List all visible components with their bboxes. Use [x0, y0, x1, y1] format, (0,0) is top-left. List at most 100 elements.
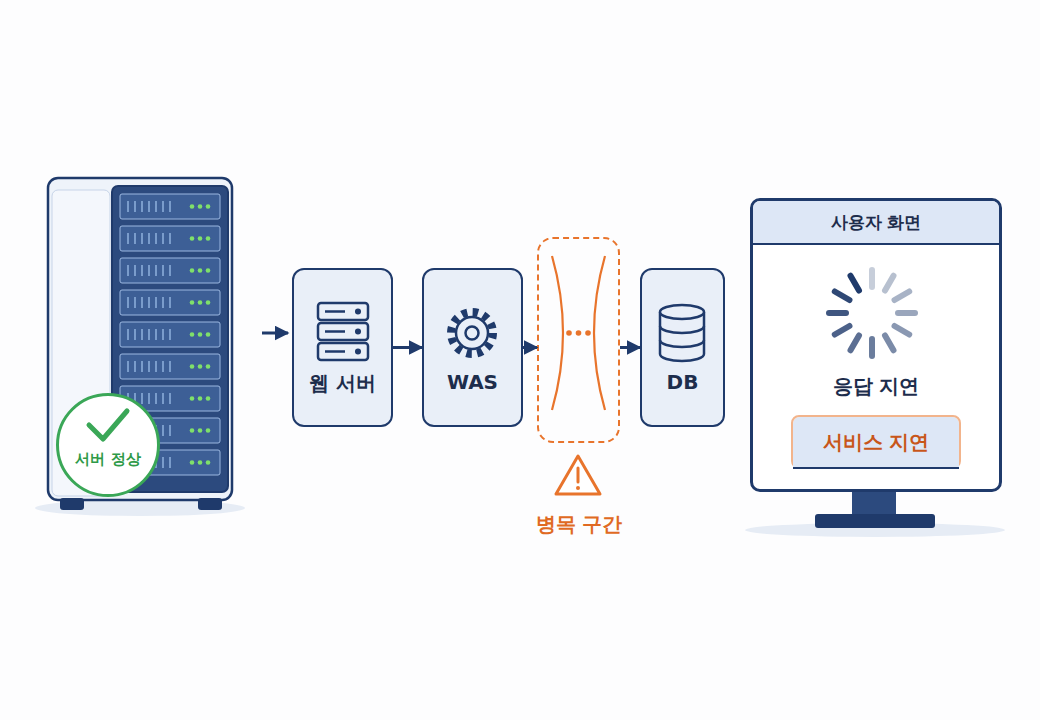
rack-slot [120, 194, 220, 219]
rack-grill [134, 265, 136, 276]
rack-slot [120, 354, 220, 379]
status-led [198, 428, 203, 433]
alert-box: 서비스 지연 [791, 415, 961, 469]
rack-grill [169, 393, 171, 404]
rack-grill [141, 297, 143, 308]
node-label: 웹 서버 [294, 370, 391, 397]
spinner-tick [869, 270, 875, 287]
spinner-tick [869, 339, 875, 356]
rack-slot [120, 258, 220, 283]
rack-grill [141, 361, 143, 372]
rack-grill [155, 297, 157, 308]
status-led [198, 332, 203, 337]
rack-grill [169, 329, 171, 340]
bottleneck-zone: 병목 구간 [537, 237, 620, 443]
status-led [206, 332, 211, 337]
check-mark [89, 411, 127, 439]
rack-grill [155, 233, 157, 244]
node-label: 서비스 지연 [793, 417, 959, 469]
rack-body [48, 178, 232, 500]
spinner-tick [885, 276, 894, 291]
rack-slot [120, 290, 220, 315]
rack-grill [134, 329, 136, 340]
rack-grill [169, 361, 171, 372]
rack-grill [169, 297, 171, 308]
rack-grill [127, 233, 129, 244]
spinner-tick [895, 292, 910, 301]
rack-grill [155, 393, 157, 404]
warning-icon [556, 456, 600, 494]
rack-grill [141, 393, 143, 404]
server-icon [318, 303, 368, 360]
rack-grill [141, 201, 143, 212]
rack-grill [162, 329, 164, 340]
status-led [198, 300, 203, 305]
rack-grill [134, 201, 136, 212]
monitor-neck [852, 490, 896, 516]
rack-grill [169, 425, 171, 436]
user-screen: 사용자 화면응답 지연서비스 지연 [750, 198, 1002, 492]
rack-grill [162, 265, 164, 276]
status-led [206, 300, 211, 305]
status-led [198, 236, 203, 241]
rack-grill [169, 265, 171, 276]
rack-grill [127, 297, 129, 308]
monitor-shadow [745, 523, 1005, 537]
status-led [206, 460, 211, 465]
rack-grill [155, 265, 157, 276]
status-led [198, 364, 203, 369]
rack-grill [148, 297, 150, 308]
rack-grill [169, 201, 171, 212]
rack-grill [162, 297, 164, 308]
rack-grill [148, 233, 150, 244]
status-led [190, 332, 195, 337]
rack-grill [155, 329, 157, 340]
rack-grill [127, 361, 129, 372]
input-arrow [262, 332, 288, 335]
node-label: 서버 정상 [59, 450, 157, 469]
rack-grill [162, 425, 164, 436]
spinner-tick [898, 310, 915, 316]
spinner-tick [829, 310, 846, 316]
status-led [206, 268, 211, 273]
process-box: 웹 서버 [292, 268, 393, 427]
process-box: WAS [422, 268, 523, 427]
flow-arrow [523, 346, 537, 349]
rack-grill [141, 265, 143, 276]
loading-spinner [829, 270, 915, 356]
status-led [206, 428, 211, 433]
database-icon [660, 305, 704, 361]
rack-grill [148, 329, 150, 340]
status-led [198, 396, 203, 401]
rack-grill [134, 361, 136, 372]
rack-grill [141, 329, 143, 340]
spinner-tick [851, 276, 860, 291]
spinner-tick [851, 336, 860, 351]
flow-arrow [620, 346, 640, 349]
node-label: WAS [424, 370, 521, 394]
rack-grill [169, 233, 171, 244]
rack-grill [134, 297, 136, 308]
status-led [206, 236, 211, 241]
spinner-tick [835, 292, 850, 301]
node-label: 사용자 화면 [753, 201, 999, 245]
rack-foot [198, 498, 222, 510]
process-box: DB [640, 268, 725, 427]
status-led [206, 396, 211, 401]
rack-grill [162, 457, 164, 468]
rack-grill [155, 201, 157, 212]
rack-grill [127, 329, 129, 340]
rack-grill [162, 361, 164, 372]
status-led [206, 364, 211, 369]
rack-grill [134, 233, 136, 244]
rack-grill [162, 393, 164, 404]
monitor-base [815, 514, 935, 528]
node-label: DB [642, 370, 723, 394]
rack-grill [162, 201, 164, 212]
spinner-tick [835, 326, 850, 335]
rack-foot [60, 498, 84, 510]
rack-grill [127, 201, 129, 212]
rack-grill [155, 361, 157, 372]
status-led [190, 236, 195, 241]
